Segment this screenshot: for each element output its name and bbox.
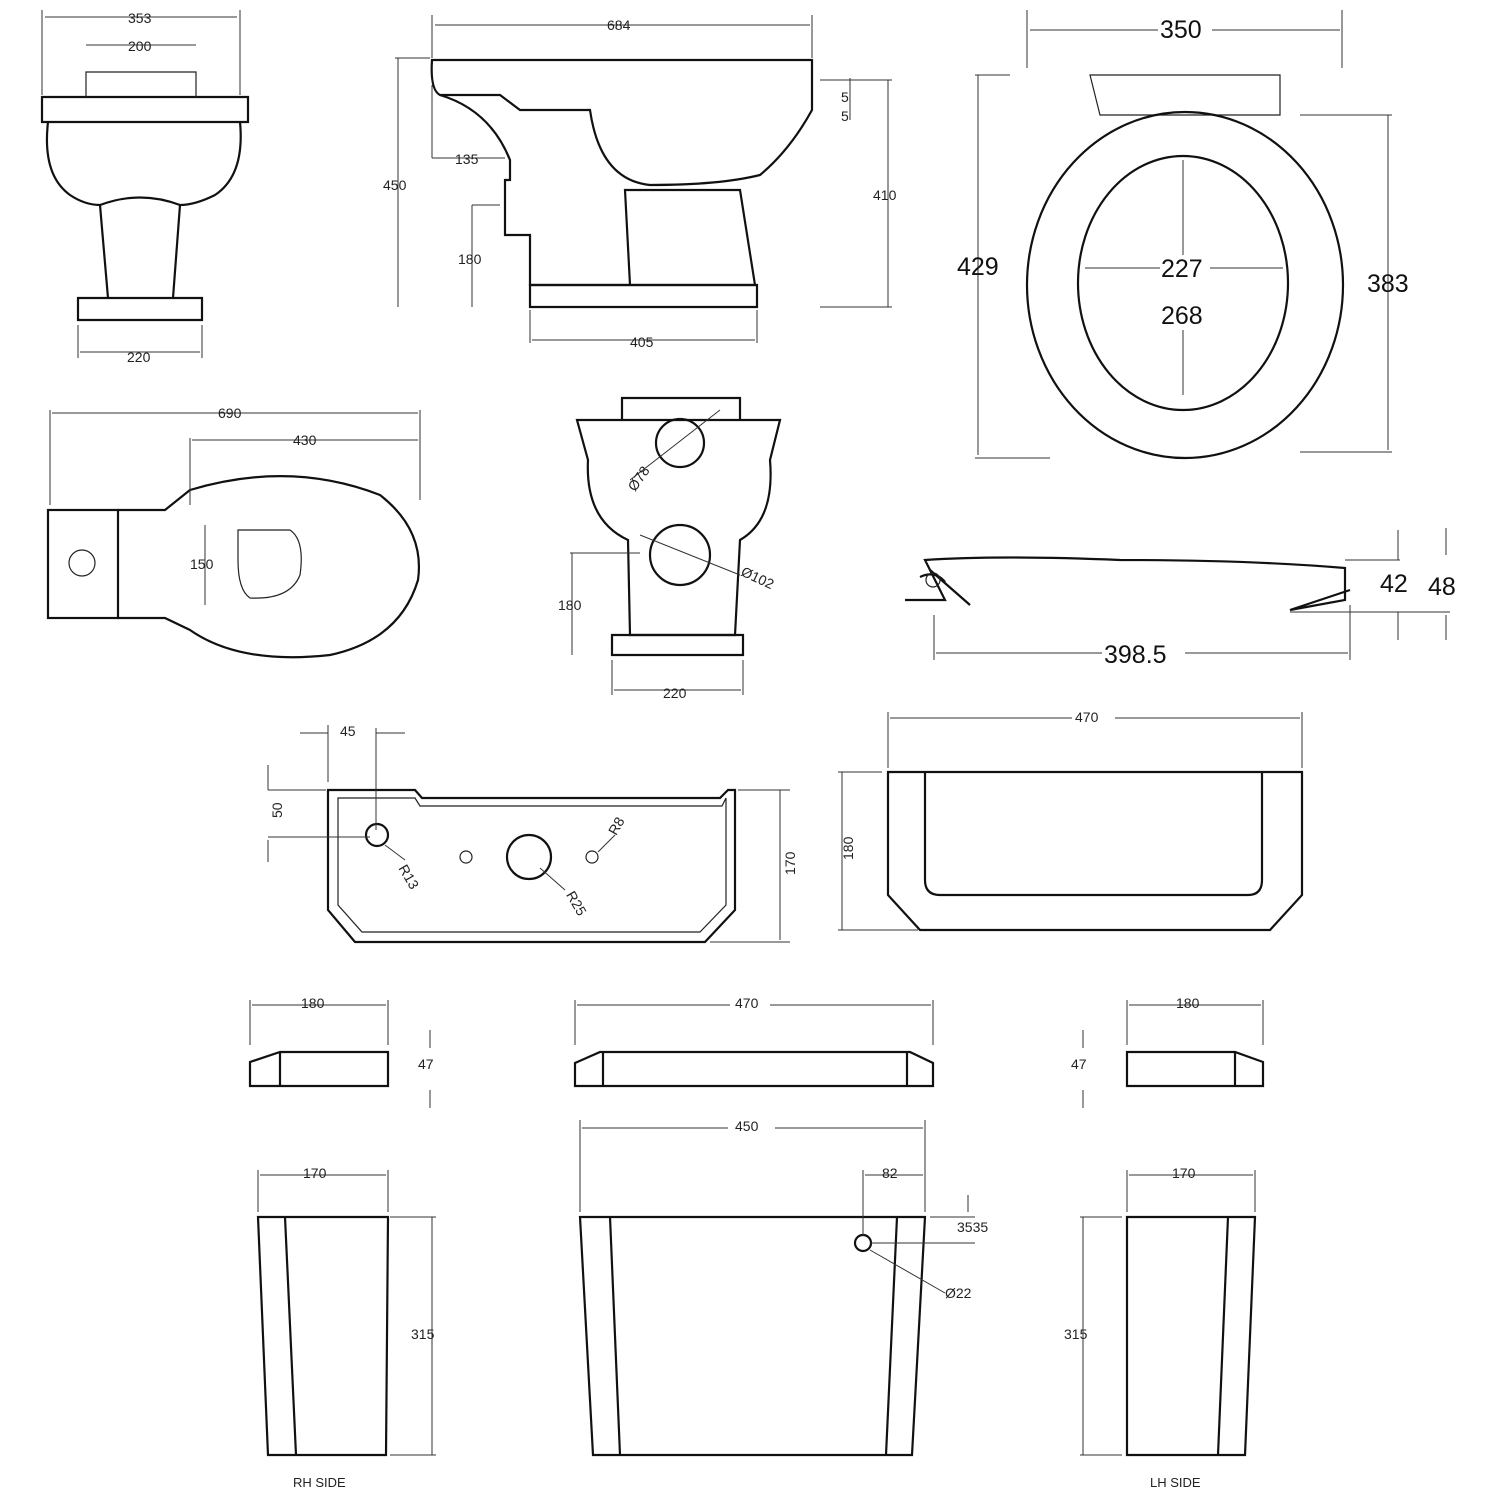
side-pan-view: 684 5 5 135 450 180 410 405 [383, 15, 897, 350]
dim-fixing: 150 [190, 556, 214, 572]
dim-offset-y: 50 [269, 802, 285, 818]
dim-width: 353 [128, 10, 152, 26]
dim-rh-lid-height: 47 [418, 1056, 434, 1072]
dim-r13: R13 [396, 862, 423, 892]
dim-cistern-depth: 170 [782, 851, 798, 875]
dim-outlet-offset: 135 [455, 151, 479, 167]
dim-seat-side-length: 398.5 [1104, 641, 1167, 669]
dim-rim-height: 410 [873, 187, 897, 203]
dim-r8: R8 [605, 814, 628, 838]
dim-lh-height: 315 [1064, 1326, 1088, 1342]
dim-overall: 690 [218, 405, 242, 421]
lh-side-label: LH SIDE [1150, 1475, 1201, 1490]
cistern-views: 170 315 450 82 3535 Ø22 170 315 RH SIDE … [256, 1118, 1257, 1490]
dim-outlet-height: 180 [458, 251, 482, 267]
dim-inlet-dia: Ø22 [945, 1285, 972, 1301]
dim-lh-depth: 170 [1172, 1165, 1196, 1181]
dim-front-lid-width: 470 [735, 995, 759, 1011]
dim-lh-lid-height: 47 [1071, 1056, 1087, 1072]
dim-cistern-width: 450 [735, 1118, 759, 1134]
dim-outlet: Ø102 [739, 563, 777, 592]
dim-rh-height: 315 [411, 1326, 435, 1342]
dim-pan: 430 [293, 432, 317, 448]
dim-seat-width: 350 [1160, 16, 1202, 44]
dim-height: 450 [383, 177, 407, 193]
seat-top-view: 350 429 227 268 383 [957, 10, 1409, 460]
dim-thickness-b: 48 [1428, 573, 1456, 601]
cistern-top-view: 45 50 R13 R25 R8 170 [267, 723, 798, 944]
dim-inner-length: 268 [1161, 302, 1203, 330]
dim-inlet-offset: 82 [882, 1165, 898, 1181]
dim-seat-length: 429 [957, 253, 999, 281]
dim-inlet: Ø78 [624, 463, 652, 494]
dim-r25: R25 [563, 888, 590, 918]
dim-rim-b: 5 [841, 108, 849, 124]
cistern-lids-row: 180 47 470 180 47 [248, 995, 1265, 1108]
plan-view: 690 430 150 [46, 405, 421, 659]
dim-base-length: 405 [630, 334, 654, 350]
dim-side-length: 383 [1367, 270, 1409, 298]
dim-inner-width: 227 [1161, 255, 1203, 283]
dim-lid-depth: 180 [840, 836, 856, 860]
dim-lh-lid-depth: 180 [1176, 995, 1200, 1011]
dim-base: 220 [127, 349, 151, 365]
dim-offset-x: 45 [340, 723, 356, 739]
dim-length: 684 [607, 17, 631, 33]
seat-side-view: 398.5 42 48 [905, 528, 1456, 669]
cistern-lid-plan-view: 470 180 [838, 709, 1304, 932]
dim-rh-depth: 170 [303, 1165, 327, 1181]
rh-side-label: RH SIDE [293, 1475, 346, 1490]
dim-thickness-a: 42 [1380, 570, 1408, 598]
dim-lid-width: 470 [1075, 709, 1099, 725]
dim-inlet-height: 3535 [957, 1219, 988, 1235]
dim-outlet-height-rear: 180 [558, 597, 582, 613]
dim-rh-lid-depth: 180 [301, 995, 325, 1011]
front-pan-view: 353 200 220 [40, 10, 250, 365]
dim-inner: 200 [128, 38, 152, 54]
rear-pan-view: Ø78 Ø102 180 220 [558, 396, 782, 701]
dim-rim-a: 5 [841, 89, 849, 105]
dim-rear-base: 220 [663, 685, 687, 701]
